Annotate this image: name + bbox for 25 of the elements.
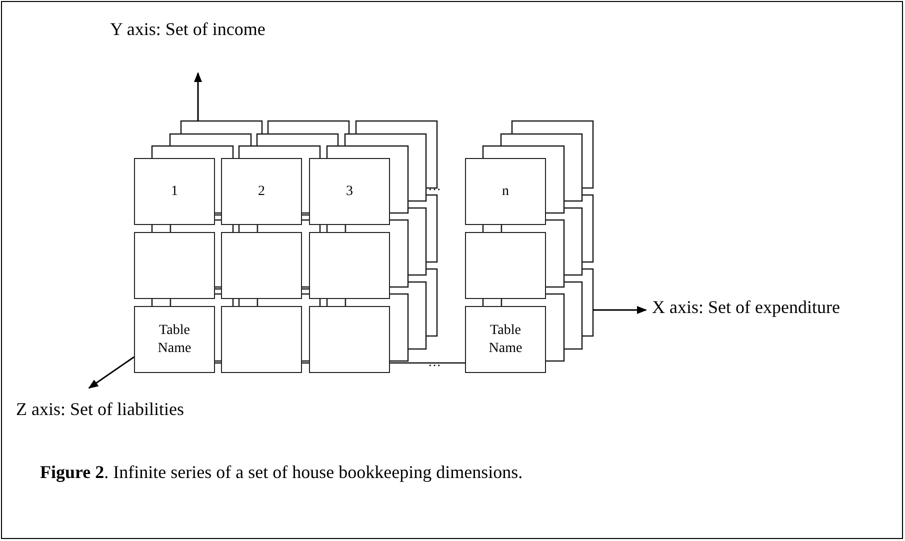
table-box (221, 232, 302, 299)
table-box (134, 158, 215, 225)
axis-label: Z axis: Set of liabilities (16, 398, 184, 420)
box-label: 2 (258, 182, 265, 200)
axis-label: X axis: Set of expenditure (652, 296, 840, 318)
box-label: Table Name (156, 322, 192, 357)
table-box (465, 306, 546, 373)
table-box (134, 306, 215, 373)
table-box (465, 158, 546, 225)
table-box (134, 232, 215, 299)
ellipsis-label: … (428, 354, 441, 370)
box-label: 1 (171, 182, 178, 200)
axis-label: Y axis: Set of income (110, 18, 266, 40)
table-box (221, 306, 302, 373)
ellipsis-label: … (428, 178, 441, 194)
table-box (309, 158, 390, 225)
box-label: n (502, 182, 509, 200)
table-box (221, 158, 302, 225)
table-box (465, 232, 546, 299)
box-label: 3 (346, 182, 353, 200)
figure-caption: Figure 2. Infinite series of a set of house bookkeeping dimensions. (40, 461, 523, 484)
box-label: Table Name (488, 322, 524, 357)
connector-line (390, 362, 465, 364)
table-box (309, 232, 390, 299)
table-box (309, 306, 390, 373)
